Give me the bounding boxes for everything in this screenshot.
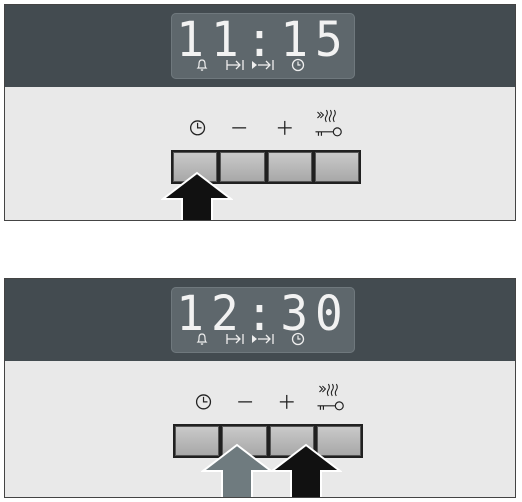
plus-key[interactable] <box>268 152 312 182</box>
press-arrow-minus <box>201 443 273 498</box>
childlock-key[interactable] <box>315 152 359 182</box>
press-arrow-clock <box>161 171 233 221</box>
clock-icon <box>197 395 211 409</box>
key-labels <box>5 5 515 220</box>
plus-icon <box>280 395 294 409</box>
press-arrow-plus <box>270 443 342 498</box>
oven-control-panel-2: 12:30 <box>4 278 516 498</box>
plus-icon <box>278 121 292 135</box>
oven-control-panel-1: 11:15 <box>4 4 516 221</box>
childlock-steam-icon <box>317 384 343 410</box>
clock-icon <box>191 121 205 135</box>
childlock-steam-icon <box>315 110 341 136</box>
